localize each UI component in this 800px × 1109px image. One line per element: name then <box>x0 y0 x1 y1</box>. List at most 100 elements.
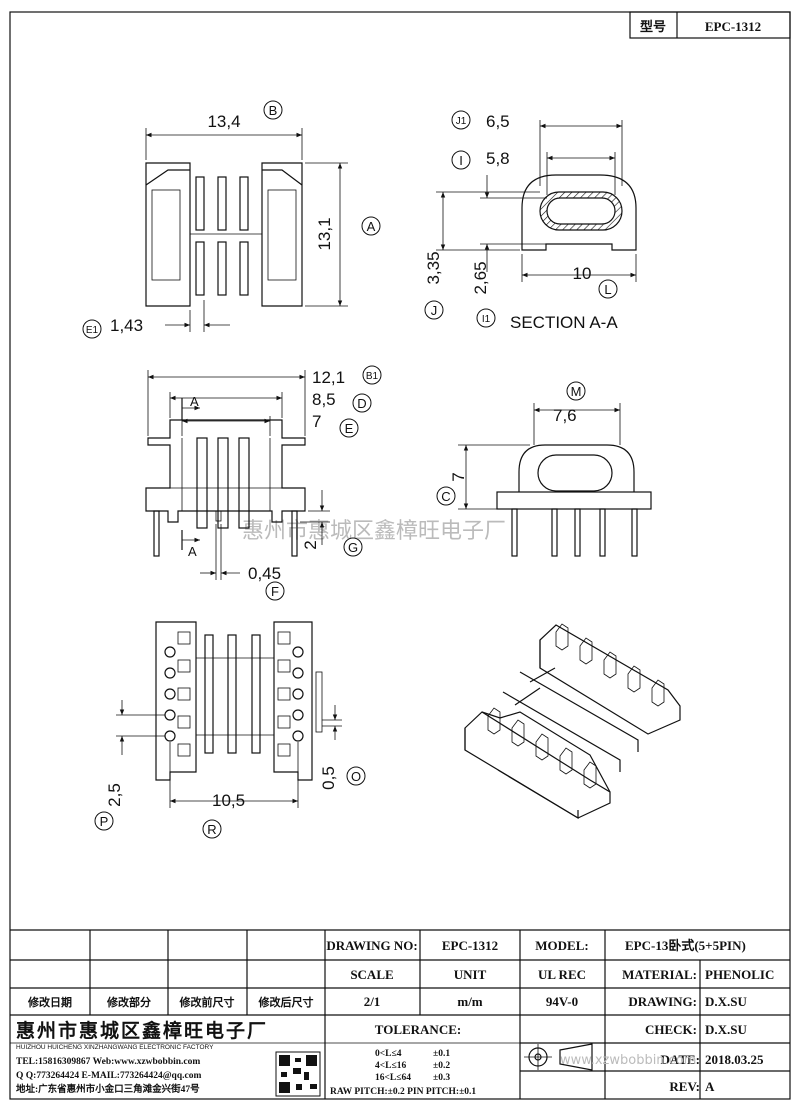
tolerance-value-2: ±0.2 <box>433 1061 450 1071</box>
marker-m: M <box>566 381 586 401</box>
dim-c: 7 <box>449 472 468 481</box>
top-view: 13,4 13,1 1,43 <box>110 112 348 335</box>
section-mark-bottom: A <box>188 544 197 559</box>
marker-c: C <box>436 486 456 506</box>
bottom-view: 2,5 10,5 0,5 <box>105 621 342 810</box>
tolerance-range-1: 0<L≤4 <box>375 1049 402 1059</box>
company-qq: Q Q:773264424 E-MAIL:773264424@qq.com <box>16 1071 201 1081</box>
marker-e: E <box>339 418 359 438</box>
check-label: CHECK: <box>645 1022 697 1037</box>
web-watermark: www.xzwbobbin.com <box>560 1053 696 1068</box>
dim-j1: 6,5 <box>486 112 510 131</box>
company-tel: TEL:15816309867 Web:www.xzwbobbin.com <box>16 1057 200 1067</box>
raw-pitch: RAW PITCH:±0.2 PIN PITCH:±0.1 <box>330 1087 476 1097</box>
marker-b: B <box>263 100 283 120</box>
svg-text:E: E <box>345 421 354 436</box>
svg-text:O: O <box>351 769 361 784</box>
dim-i1: 2,65 <box>471 261 490 294</box>
dim-f: 0,45 <box>248 564 281 583</box>
marker-d: D <box>352 393 372 413</box>
dim-e1: 1,43 <box>110 316 143 335</box>
marker-o: O <box>346 766 366 786</box>
svg-text:E1: E1 <box>86 325 99 336</box>
type-value: EPC-1312 <box>705 19 761 34</box>
svg-text:I: I <box>459 153 463 168</box>
unit-value: m/m <box>457 994 482 1009</box>
marker-j1: J1 <box>451 110 471 130</box>
marker-l: L <box>598 279 618 299</box>
model-value: EPC-13卧式(5+5PIN) <box>625 938 746 953</box>
dim-b1: 12,1 <box>312 368 345 387</box>
qr-code-icon <box>275 1051 321 1097</box>
model-label: MODEL: <box>535 938 588 953</box>
scale-value: 2/1 <box>364 994 381 1009</box>
drawing-label: DRAWING: <box>628 994 697 1009</box>
svg-text:D: D <box>357 396 366 411</box>
svg-text:J1: J1 <box>456 116 467 127</box>
watermark-text: 惠州市惠城区鑫樟旺电子厂 <box>242 519 506 544</box>
marker-p: P <box>94 811 114 831</box>
callout-markers: B A E1 J1 I J I1 L B1 D E G F M C P R O <box>82 100 618 839</box>
rev-label: REV: <box>669 1079 700 1094</box>
dim-i: 5,8 <box>486 149 510 168</box>
rev-value: A <box>705 1079 715 1094</box>
marker-j: J <box>424 300 444 320</box>
dim-p: 2,5 <box>105 783 124 807</box>
marker-i1: I1 <box>476 308 496 328</box>
side-view: 7,6 7 <box>449 403 652 557</box>
dim-d: 8,5 <box>312 390 336 409</box>
sheet-border <box>9 11 791 1100</box>
tolerance-range-3: 16<L≤64 <box>375 1073 411 1083</box>
section-view: 6,5 5,8 3,35 2,65 10 SECTION A-A <box>424 112 637 332</box>
marker-r: R <box>202 819 222 839</box>
dim-b: 13,4 <box>207 112 240 131</box>
svg-text:P: P <box>100 814 109 829</box>
tolerance-value-1: ±0.1 <box>433 1049 450 1059</box>
company-name-cn: 惠州市惠城区鑫樟旺电子厂 <box>16 1019 268 1042</box>
svg-text:L: L <box>604 282 611 297</box>
check-value: D.X.SU <box>705 1022 748 1037</box>
dim-a: 13,1 <box>315 217 334 250</box>
section-label: SECTION A-A <box>510 313 618 332</box>
date-value: 2018.03.25 <box>705 1052 764 1067</box>
marker-i: I <box>451 150 471 170</box>
dim-r: 10,5 <box>212 791 245 810</box>
type-label: 型号 <box>640 19 666 34</box>
drawing-value: D.X.SU <box>705 994 748 1009</box>
section-mark-top: A <box>190 394 199 409</box>
rev-header-before: 修改前尺寸 <box>179 995 235 1009</box>
svg-text:B1: B1 <box>366 371 379 382</box>
material-label: MATERIAL: <box>622 967 697 982</box>
svg-text:R: R <box>207 822 216 837</box>
rev-header-after: 修改后尺寸 <box>258 995 314 1009</box>
dim-g: 2 <box>301 540 320 549</box>
marker-b1: B1 <box>362 365 382 385</box>
company-name-en: HUIZHOU HUICHENG XINZHANGWANG ELECTRONIC… <box>16 1044 214 1051</box>
dim-e: 7 <box>312 412 321 431</box>
marker-f: F <box>265 581 285 601</box>
ul-rec-value: 94V-0 <box>546 994 578 1009</box>
rev-header-part: 修改部分 <box>106 995 151 1009</box>
marker-g: G <box>343 537 363 557</box>
scale-label: SCALE <box>350 967 393 982</box>
unit-label: UNIT <box>454 967 487 982</box>
rev-header-date: 修改日期 <box>27 995 72 1009</box>
tolerance-range-2: 4<L≤16 <box>375 1061 406 1071</box>
svg-text:I1: I1 <box>482 314 491 325</box>
tolerance-value-3: ±0.3 <box>433 1073 450 1083</box>
svg-text:C: C <box>441 489 450 504</box>
tolerance-label: TOLERANCE: <box>375 1022 461 1037</box>
marker-a: A <box>361 216 381 236</box>
ul-rec-label: UL REC <box>538 967 586 982</box>
svg-text:F: F <box>271 584 279 599</box>
marker-e1: E1 <box>82 319 102 339</box>
title-block: DRAWING NO: EPC-1312 MODEL: EPC-13卧式(5+5… <box>10 929 790 1099</box>
projection-symbol-icon <box>524 1043 593 1071</box>
dim-j: 3,35 <box>424 251 443 284</box>
svg-text:J: J <box>431 303 438 318</box>
svg-text:A: A <box>367 219 376 234</box>
svg-text:G: G <box>348 540 358 555</box>
material-value: PHENOLIC <box>705 967 774 982</box>
